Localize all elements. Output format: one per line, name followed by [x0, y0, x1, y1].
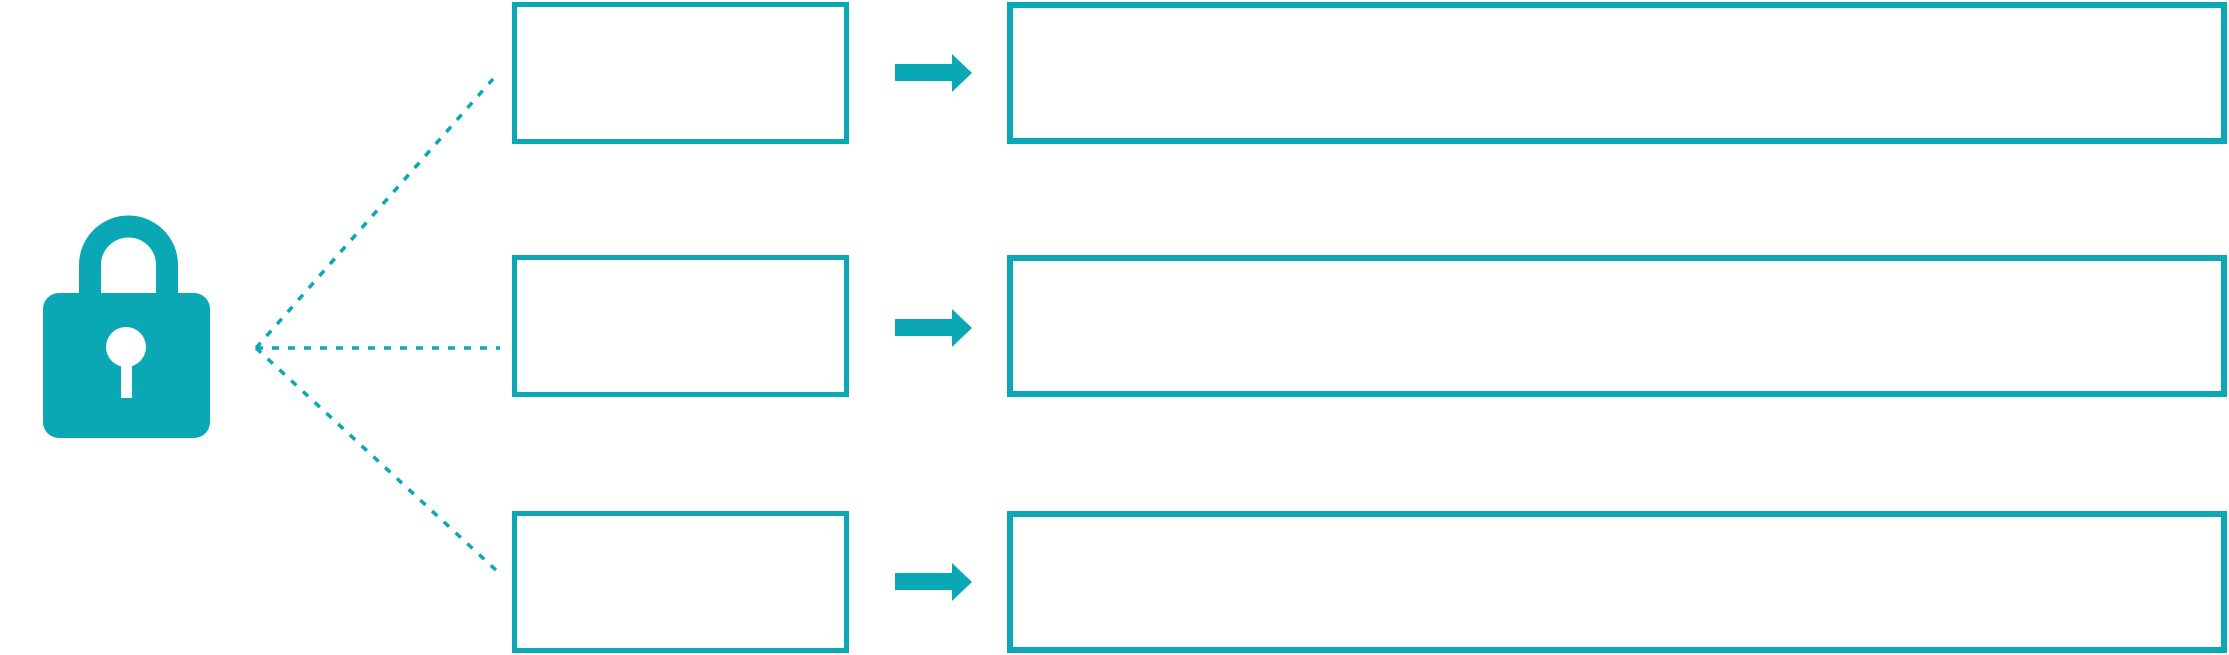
definition-box-1[interactable] [1007, 2, 2227, 144]
padlock-shackle [79, 215, 178, 300]
right-arrow-icon [895, 54, 972, 92]
right-arrow-icon [895, 563, 972, 601]
term-box-1[interactable] [512, 2, 849, 144]
right-arrow-icon [895, 309, 972, 347]
padlock-icon [43, 215, 210, 438]
dotted-line-top [254, 77, 495, 350]
definition-box-3[interactable] [1007, 511, 2227, 653]
term-box-2[interactable] [512, 255, 849, 397]
padlock-keyhole-circle [106, 327, 146, 367]
term-box-3[interactable] [512, 511, 849, 653]
padlock-keyhole-stem [121, 352, 132, 398]
definition-box-2[interactable] [1007, 255, 2227, 397]
dotted-line-fan [254, 77, 500, 574]
dotted-line-bottom [254, 346, 500, 574]
